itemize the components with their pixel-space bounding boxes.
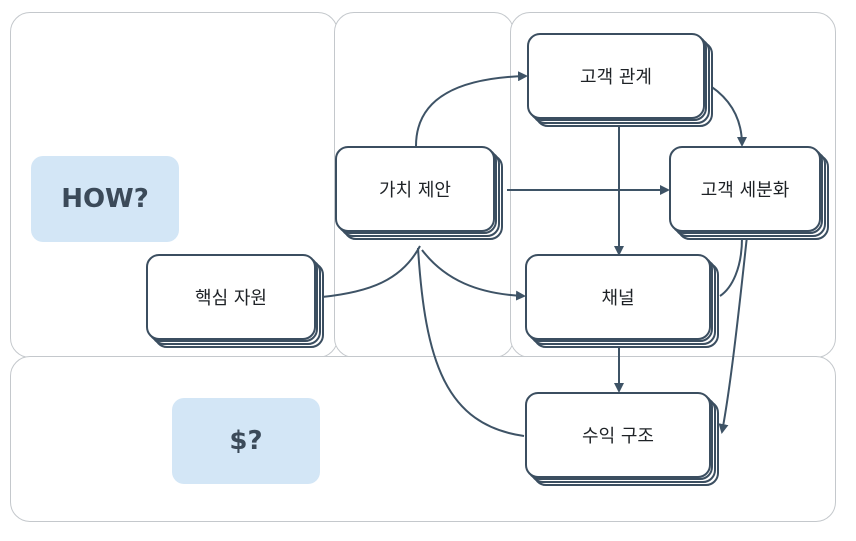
card-value-proposition[interactable]: 가치 제안 (335, 146, 503, 240)
card-label: 수익 구조 (525, 392, 711, 478)
card-revenue-streams[interactable]: 수익 구조 (525, 392, 719, 486)
money-badge: $? (172, 398, 320, 484)
card-label: 핵심 자원 (146, 254, 316, 340)
card-label: 고객 세분화 (669, 146, 821, 232)
card-label: 고객 관계 (527, 33, 705, 119)
card-customer-relationships[interactable]: 고객 관계 (527, 33, 713, 127)
card-customer-segments[interactable]: 고객 세분화 (669, 146, 829, 240)
card-label: 채널 (525, 254, 711, 340)
card-label: 가치 제안 (335, 146, 495, 232)
how-badge: HOW? (31, 156, 179, 242)
card-channels[interactable]: 채널 (525, 254, 719, 348)
card-key-resources[interactable]: 핵심 자원 (146, 254, 324, 348)
